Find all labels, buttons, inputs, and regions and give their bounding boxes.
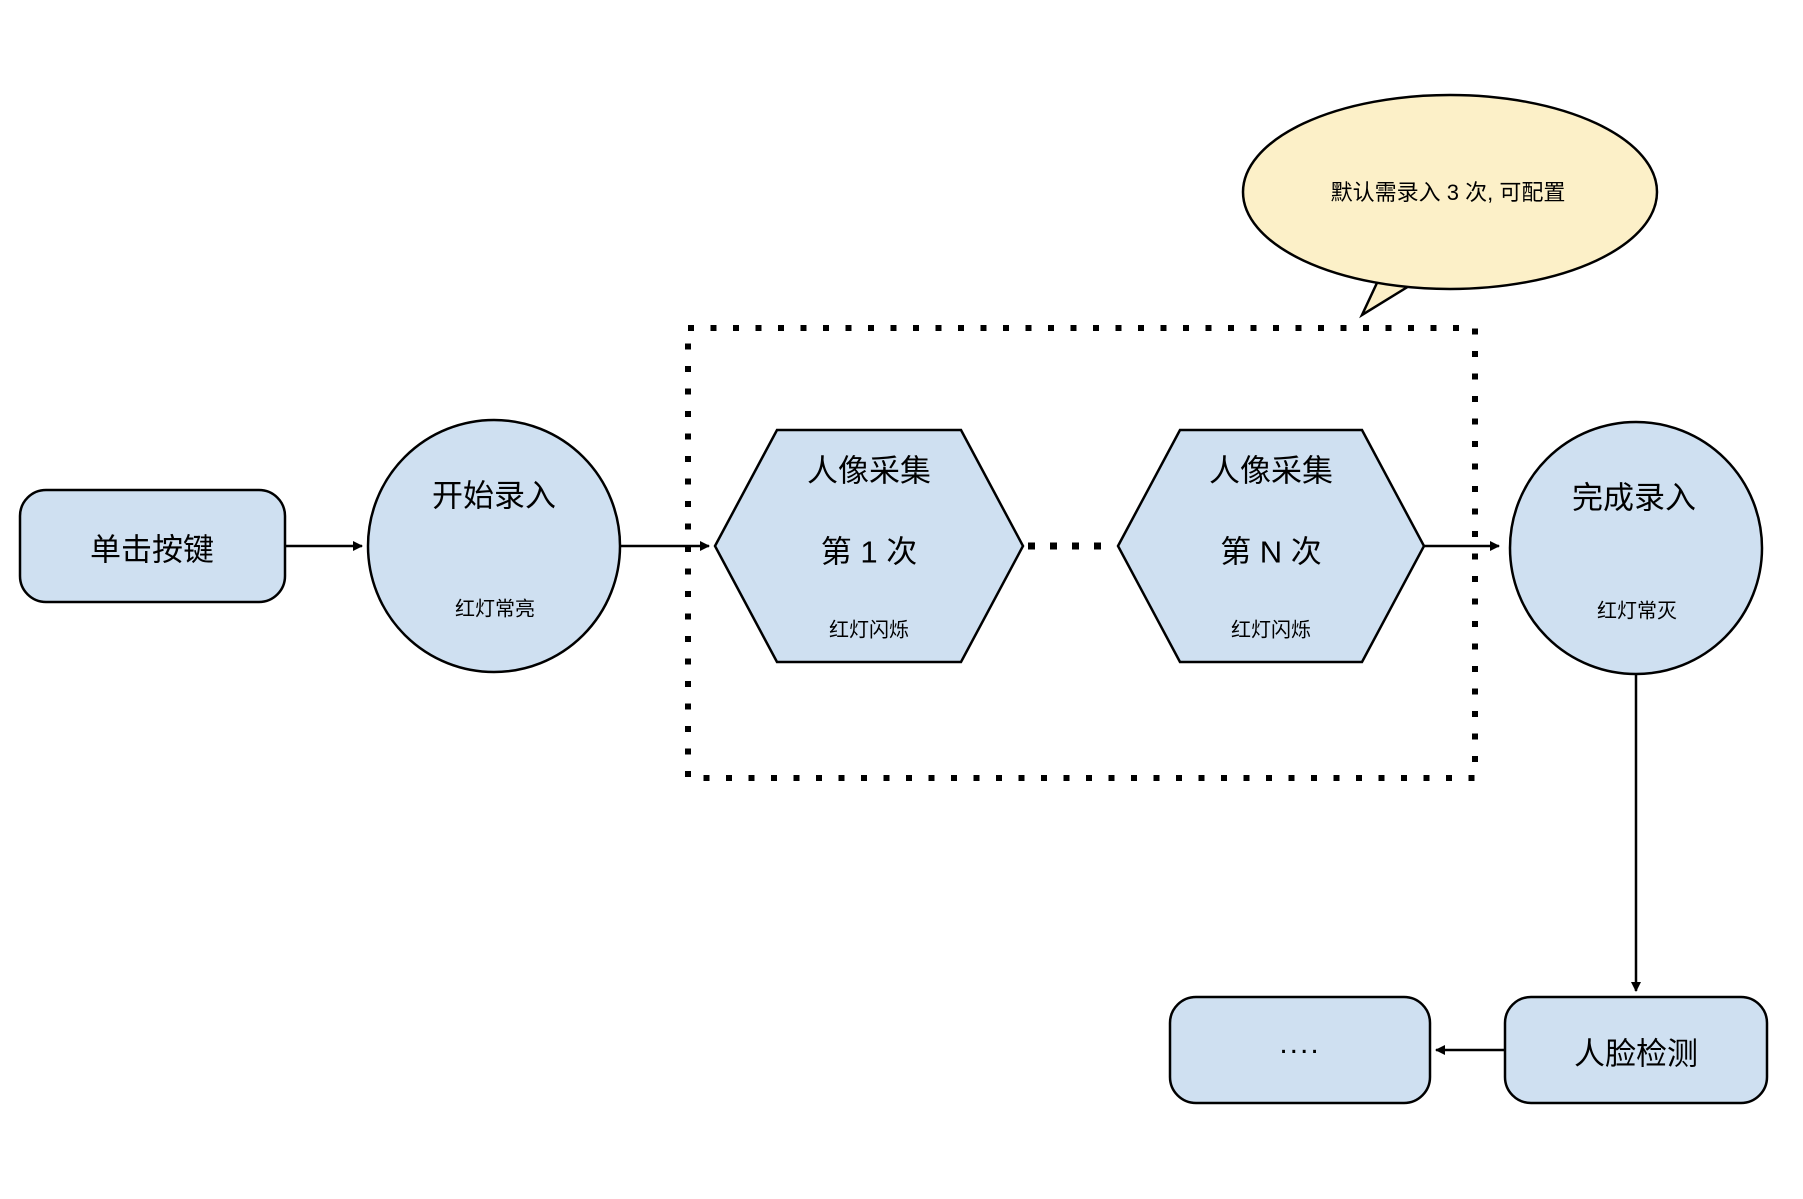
node-capture-nth — [1116, 428, 1426, 664]
capture-nth-count-label: 第 N 次 — [1220, 534, 1322, 570]
finish-enroll-label: 完成录入 — [1572, 480, 1696, 516]
capture-first-label: 人像采集 — [807, 453, 931, 489]
node-capture-first — [713, 428, 1025, 664]
capture-first-sublabel: 红灯闪烁 — [829, 619, 909, 642]
callout-text: 默认需录入 3 次, 可配置 — [1330, 180, 1566, 205]
node-ellipsis — [1168, 995, 1432, 1105]
finish-enroll-sublabel: 红灯常灭 — [1597, 600, 1677, 623]
node-start-enroll — [366, 418, 622, 674]
face-detect-label: 人脸检测 — [1574, 1036, 1698, 1072]
node-face-detect — [1503, 995, 1769, 1105]
ellipsis-box-label: .... — [1279, 1027, 1321, 1060]
node-finish-enroll — [1508, 420, 1764, 676]
capture-nth-sublabel: 红灯闪烁 — [1231, 619, 1311, 642]
node-click-button — [18, 488, 287, 604]
capture-nth-label: 人像采集 — [1209, 453, 1333, 489]
start-enroll-sublabel: 红灯常亮 — [455, 598, 535, 621]
click-button-label: 单击按键 — [90, 532, 214, 568]
capture-first-count-label: 第 1 次 — [820, 534, 918, 570]
start-enroll-label: 开始录入 — [432, 478, 556, 514]
callout-bubble — [1241, 93, 1659, 291]
